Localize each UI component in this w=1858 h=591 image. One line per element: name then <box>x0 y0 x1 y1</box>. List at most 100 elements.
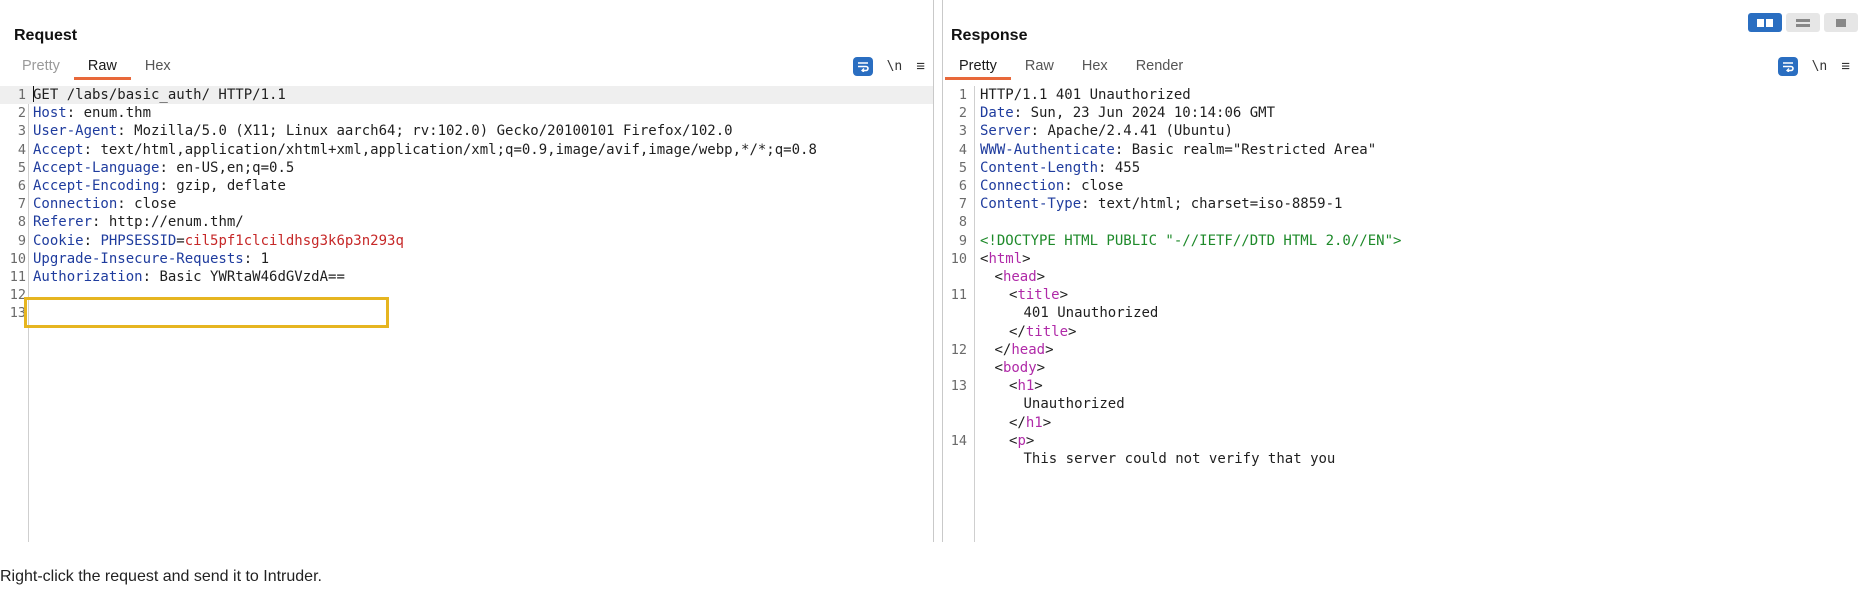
tag-bracket: < <box>980 250 989 267</box>
tag-bracket: > <box>1036 360 1046 376</box>
response-menu-icon[interactable]: ≡ <box>1841 57 1850 75</box>
code-line: 6 Connection: close <box>943 177 1858 195</box>
header-value: GET /labs/basic_auth/ HTTP/1.1 <box>33 87 286 103</box>
tab-hex[interactable]: Hex <box>144 58 171 74</box>
code-text: GET /labs/basic_auth/ HTTP/1.1 <box>33 86 286 104</box>
line-number: 13 <box>950 378 967 395</box>
cookie-equals: = <box>176 232 185 249</box>
tag-bracket: > <box>1068 323 1077 340</box>
header-separator: : <box>83 232 101 249</box>
rows-icon <box>1796 18 1810 27</box>
status-line: HTTP/1.1 401 Unauthorized <box>980 87 1191 103</box>
header-value: en-US,en;q=0.5 <box>176 159 295 176</box>
line-number: 11 <box>950 287 967 304</box>
line-number: 10 <box>9 250 26 267</box>
header-key: Connection <box>980 178 1065 194</box>
line-number: 14 <box>950 432 967 449</box>
code-text: <h1> <box>980 377 1043 395</box>
text-node: 401 Unauthorized <box>1023 305 1159 322</box>
instruction-text: Right-click the request and send it to I… <box>0 568 322 585</box>
tag-bracket: </ <box>994 341 1012 358</box>
code-line: Unauthorized <box>943 395 1858 413</box>
tag-bracket: </ <box>1009 323 1026 340</box>
line-number: 9 <box>17 232 26 249</box>
code-text: <html> <box>980 250 1031 268</box>
code-text: Upgrade-Insecure-Requests: 1 <box>33 250 269 268</box>
request-gutter <box>0 86 29 542</box>
line-number: 6 <box>958 178 967 194</box>
tab-pretty[interactable]: Pretty <box>945 56 1011 80</box>
line-number: 5 <box>958 159 967 176</box>
single-pane-layout-button[interactable] <box>1824 13 1858 32</box>
code-text: Authorization: Basic YWRtaW46dGVzdA== <box>33 268 345 286</box>
code-text: HTTP/1.1 401 Unauthorized <box>980 86 1191 104</box>
response-tabs: Pretty Raw Hex Render <box>945 56 1197 82</box>
header-key: Connection <box>33 196 118 213</box>
header-key: Content-Length <box>980 159 1099 176</box>
code-line: <head> <box>943 268 1858 286</box>
header-value: text/html; charset=iso-8859-1 <box>1098 196 1343 213</box>
tab-render[interactable]: Render <box>1135 58 1184 74</box>
header-key: Authorization <box>33 269 143 285</box>
code-text: </h1> <box>980 414 1051 432</box>
code-text: <head> <box>980 268 1046 286</box>
tab-pretty[interactable]: Pretty <box>22 58 60 74</box>
tag-bracket: < <box>1009 378 1018 395</box>
tag-bracket: < <box>1009 432 1018 449</box>
code-text: Referer: http://enum.thm/ <box>33 213 244 231</box>
tag-bracket: > <box>1045 341 1054 358</box>
tag-name: title <box>1017 287 1060 304</box>
header-separator: : <box>1098 159 1115 176</box>
code-text: Host: enum.thm <box>33 104 151 122</box>
code-text: Accept-Language: en-US,en;q=0.5 <box>33 159 294 177</box>
code-line: 8 <box>943 213 1858 231</box>
wrap-lines-button[interactable] <box>852 56 873 76</box>
line-number: 2 <box>17 105 26 122</box>
code-text: </head> <box>980 341 1054 359</box>
line-number: 4 <box>17 141 26 158</box>
side-by-side-layout-button[interactable] <box>1748 13 1782 32</box>
tag-name: body <box>1002 360 1037 376</box>
line-number: 13 <box>9 305 26 322</box>
code-text: 401 Unauthorized <box>980 304 1159 322</box>
code-text: Content-Length: 455 <box>980 159 1140 177</box>
tab-raw[interactable]: Raw <box>73 56 131 80</box>
response-title: Response <box>951 27 1028 44</box>
tag-bracket: > <box>1034 378 1043 395</box>
tab-raw[interactable]: Raw <box>1024 58 1054 74</box>
wrap-icon <box>857 61 869 72</box>
header-key: Accept <box>33 141 84 158</box>
tag-bracket: > <box>1059 287 1069 304</box>
stacked-layout-button[interactable] <box>1786 13 1820 32</box>
header-key: WWW-Authenticate <box>980 141 1115 158</box>
code-text: Accept-Encoding: gzip, deflate <box>33 177 286 195</box>
line-number: 4 <box>958 141 967 158</box>
show-newlines-button[interactable]: \n <box>1811 58 1828 74</box>
code-text: </title> <box>980 323 1076 341</box>
header-separator: : <box>117 123 135 140</box>
show-newlines-button[interactable]: \n <box>886 58 903 74</box>
tag-bracket: > <box>1022 250 1031 267</box>
tag-bracket: < <box>1009 287 1018 304</box>
tab-hex[interactable]: Hex <box>1081 58 1108 74</box>
line-number: 8 <box>958 214 967 231</box>
code-text: Unauthorized <box>980 395 1125 413</box>
request-menu-icon[interactable]: ≡ <box>916 57 925 75</box>
code-text: Connection: close <box>980 177 1123 195</box>
header-key: Accept-Language <box>33 159 160 176</box>
code-line: 12 </head> <box>943 341 1858 359</box>
wrap-lines-button[interactable] <box>1777 56 1798 76</box>
line-number: 12 <box>950 341 967 358</box>
header-value: close <box>1081 178 1124 194</box>
header-separator: : <box>159 178 177 194</box>
code-text: User-Agent: Mozilla/5.0 (X11; Linux aarc… <box>33 122 733 140</box>
header-value: http://enum.thm/ <box>108 214 244 231</box>
